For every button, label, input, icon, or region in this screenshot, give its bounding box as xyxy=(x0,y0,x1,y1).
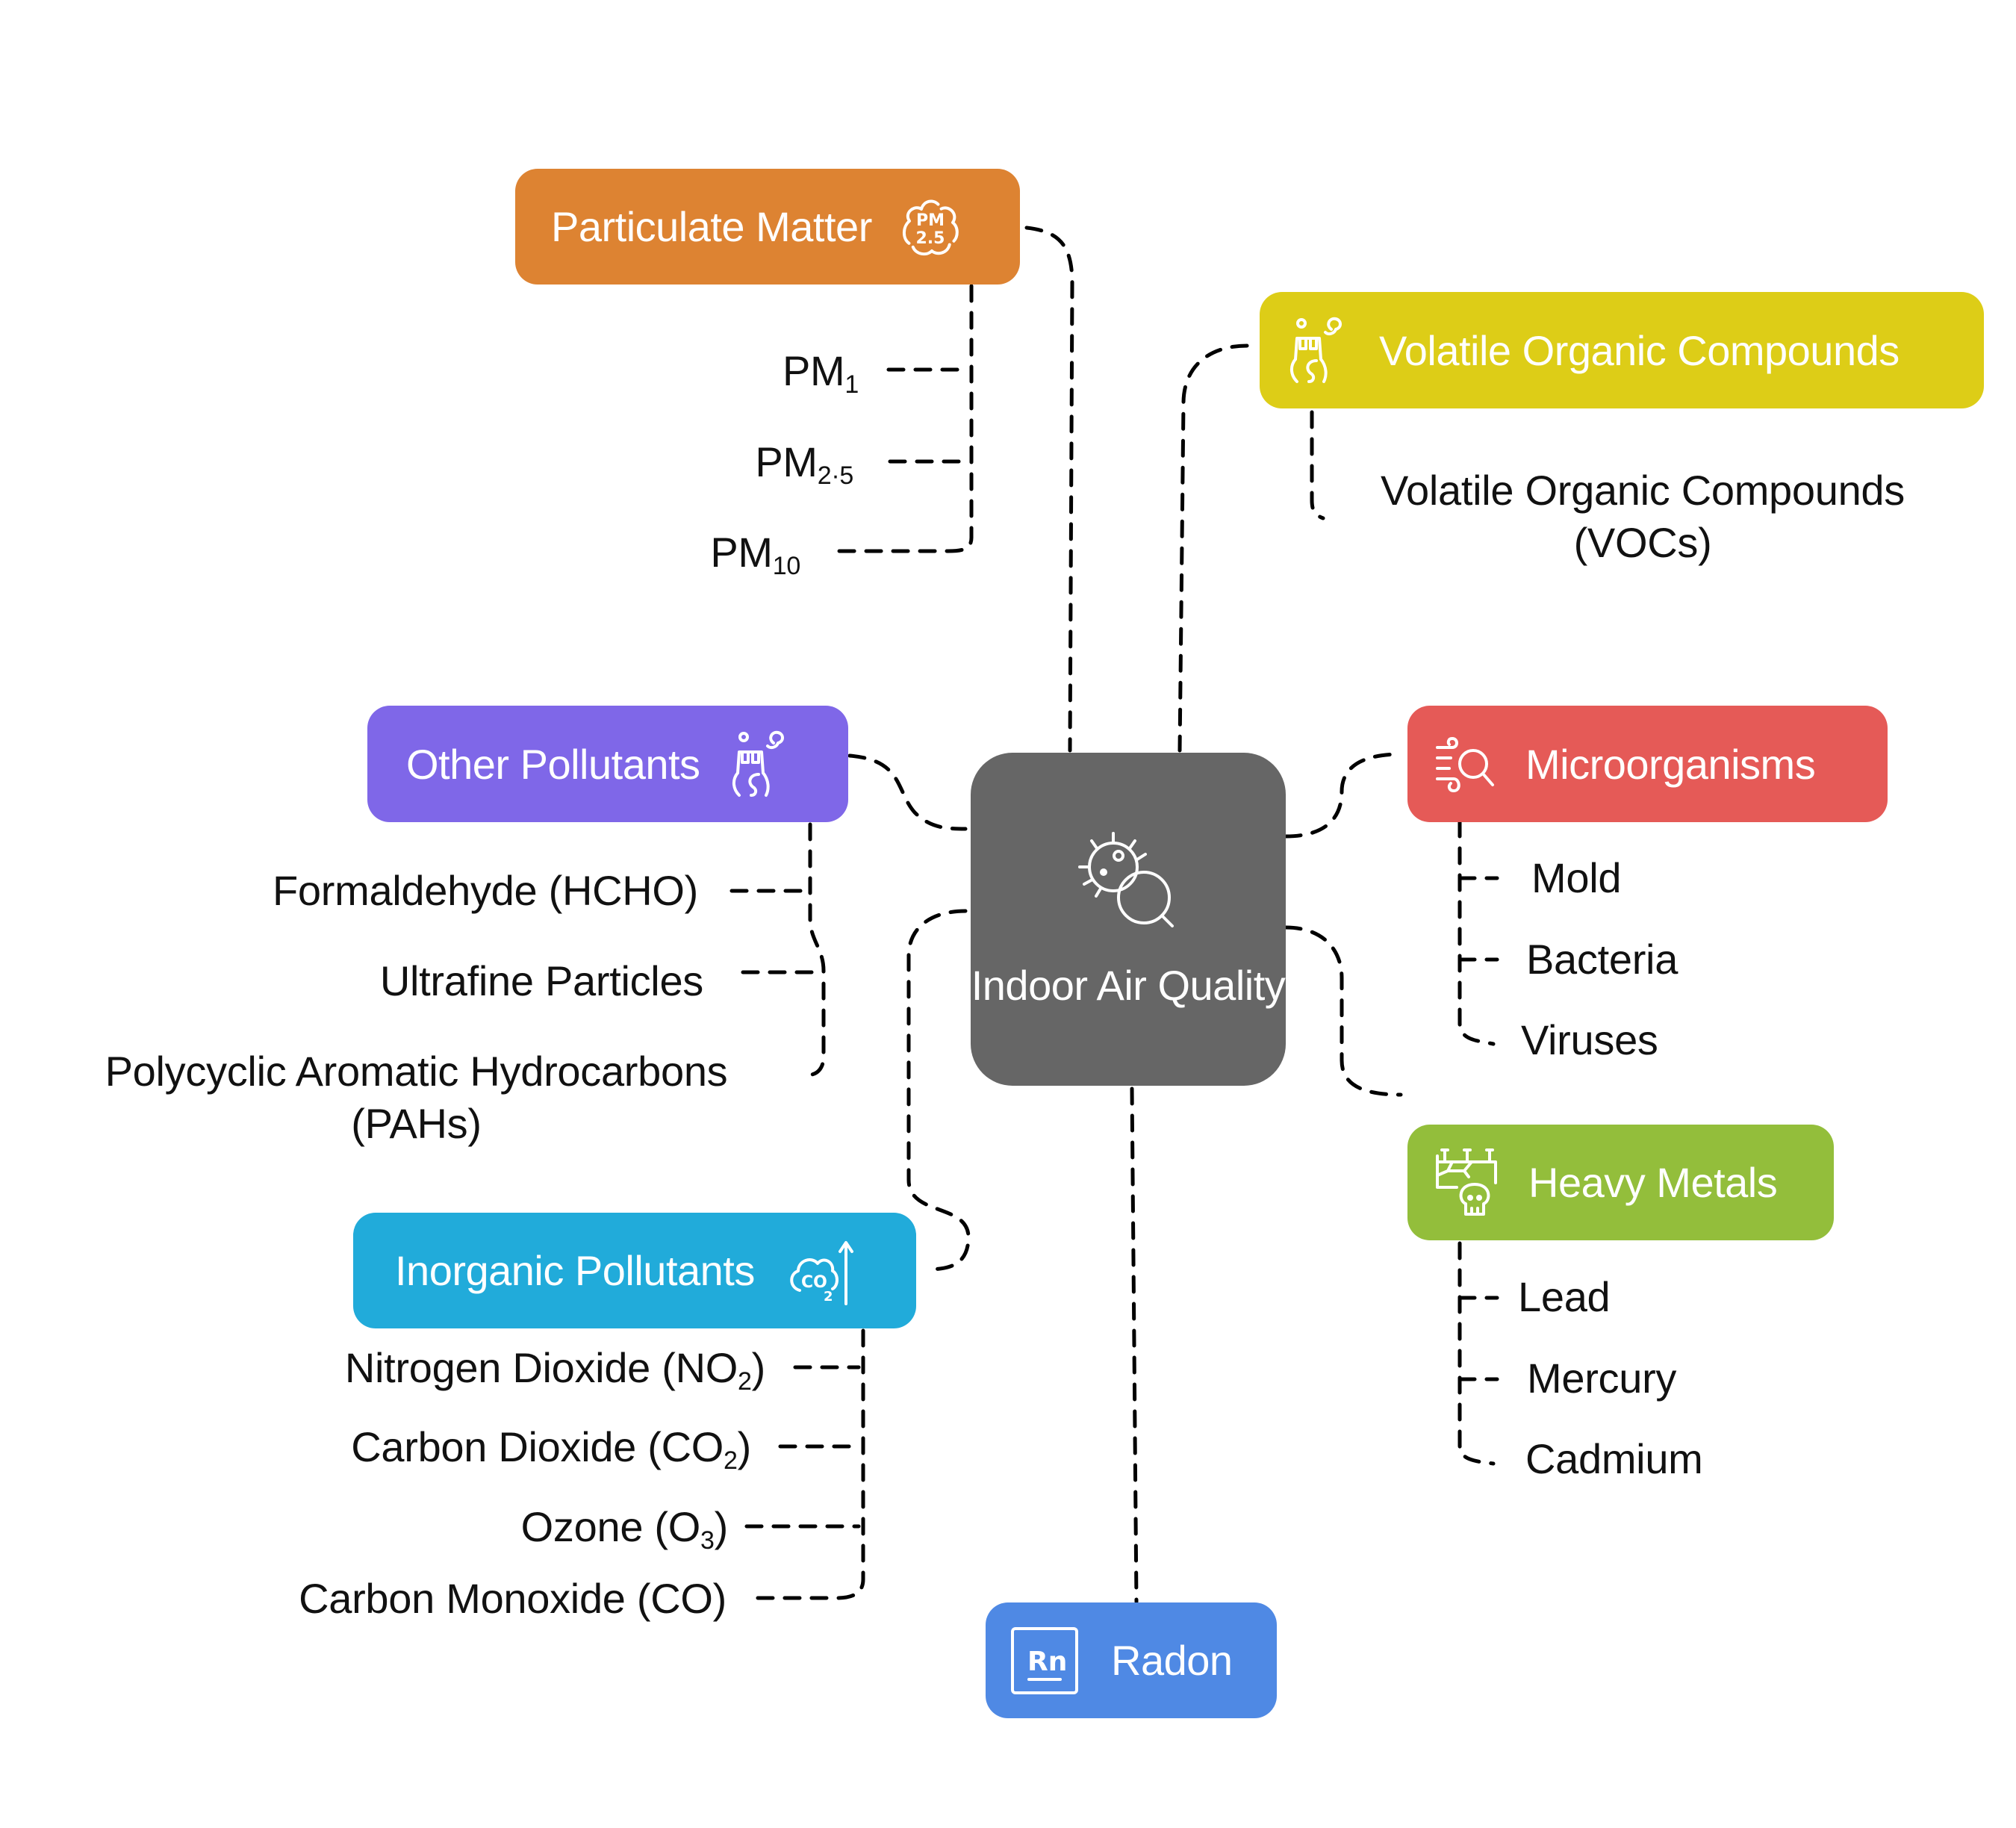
bacteria-magnifier-icon xyxy=(1078,832,1174,927)
leaf-pahs: Polycyclic Aromatic Hydrocarbons (PAHs) xyxy=(71,1045,762,1150)
link-center-radon xyxy=(1130,1086,1139,1604)
leaf-ozone: Ozone (O3) xyxy=(520,1503,729,1555)
leaf-mercury: Mercury xyxy=(1527,1355,1677,1402)
chemical-flask-icon xyxy=(732,730,784,797)
branch-other-pollutants[interactable]: Other Pollutants xyxy=(367,706,848,822)
leaf-vocs-line1: Volatile Organic Compounds xyxy=(1381,467,1905,514)
leaf-bacteria: Bacteria xyxy=(1526,936,1679,983)
center-label: Indoor Air Quality xyxy=(971,962,1286,1009)
link-heavy-trunk xyxy=(1457,1241,1496,1466)
branch-radon[interactable]: Rn Radon xyxy=(986,1602,1277,1718)
leaf-nitrogen-dioxide: Nitrogen Dioxide (NO2) xyxy=(344,1344,765,1396)
leaf-pahs-line2: (PAHs) xyxy=(351,1100,482,1147)
leaf-pm25: PM2·5 xyxy=(755,438,853,490)
leaf-vocs: Volatile Organic Compounds (VOCs) xyxy=(1340,464,1945,569)
leaf-carbon-dioxide: Carbon Dioxide (CO2) xyxy=(351,1423,751,1475)
svg-text:2: 2 xyxy=(824,1289,833,1305)
branch-microorganisms[interactable]: Microorganisms xyxy=(1407,706,1888,822)
leaf-viruses: Viruses xyxy=(1521,1016,1658,1063)
svg-text:PM: PM xyxy=(916,211,945,230)
branch-label: Heavy Metals xyxy=(1528,1159,1778,1206)
branch-label: Inorganic Pollutants xyxy=(395,1247,755,1294)
center-node-indoor-air-quality[interactable]: Indoor Air Quality xyxy=(971,753,1286,1086)
link-center-microorganisms xyxy=(1284,752,1403,839)
link-center-particulate-matter xyxy=(1024,226,1074,753)
leaf-pm1: PM1 xyxy=(782,347,859,399)
branch-inorganic-pollutants[interactable]: Inorganic Pollutants CO 2 xyxy=(353,1213,916,1328)
branch-heavy-metals[interactable]: Heavy Metals xyxy=(1407,1125,1834,1240)
wind-magnifier-icon xyxy=(1436,737,1494,792)
leaf-mold: Mold xyxy=(1531,854,1622,901)
branch-label: Other Pollutants xyxy=(406,740,700,788)
chemical-flask-icon xyxy=(1290,317,1342,383)
leaf-formaldehyde: Formaldehyde (HCHO) xyxy=(273,867,698,914)
branch-label: Radon xyxy=(1111,1637,1233,1684)
leaf-ultrafine-particles: Ultrafine Particles xyxy=(379,957,703,1004)
leaf-carbon-monoxide: Carbon Monoxide (CO) xyxy=(299,1575,727,1622)
link-pm-trunk xyxy=(834,284,974,553)
link-center-inorganic-pollutants xyxy=(906,909,971,1272)
link-center-other-pollutants xyxy=(847,753,968,831)
radon-element-icon: Rn xyxy=(1011,1626,1078,1694)
co2-cloud-icon: CO 2 xyxy=(790,1240,853,1305)
leaf-pahs-line1: Polycyclic Aromatic Hydrocarbons xyxy=(105,1048,728,1095)
svg-text:CO: CO xyxy=(801,1273,827,1292)
link-voc-leaf xyxy=(1310,410,1325,520)
pm25-cloud-icon: PM 2.5 xyxy=(902,199,959,255)
skull-pipes-icon xyxy=(1436,1148,1497,1216)
svg-text:Rn: Rn xyxy=(1027,1647,1067,1677)
branch-label: Volatile Organic Compounds xyxy=(1379,326,1900,374)
leaf-vocs-line2: (VOCs) xyxy=(1573,519,1712,566)
link-inorganic-trunk xyxy=(756,1328,865,1600)
branch-label: Particulate Matter xyxy=(551,203,872,250)
leaf-pm10: PM10 xyxy=(710,529,800,580)
leaf-lead: Lead xyxy=(1518,1273,1611,1320)
link-other-trunk xyxy=(804,822,826,1078)
branch-vocs[interactable]: Volatile Organic Compounds xyxy=(1260,292,1984,408)
leaf-cadmium: Cadmium xyxy=(1525,1435,1703,1482)
svg-text:2.5: 2.5 xyxy=(915,229,945,248)
branch-particulate-matter[interactable]: Particulate Matter PM 2.5 xyxy=(515,169,1020,285)
link-center-heavy-metals xyxy=(1284,925,1403,1097)
link-center-vocs xyxy=(1177,343,1249,753)
branch-label: Microorganisms xyxy=(1525,740,1816,788)
link-micro-trunk xyxy=(1457,819,1496,1046)
